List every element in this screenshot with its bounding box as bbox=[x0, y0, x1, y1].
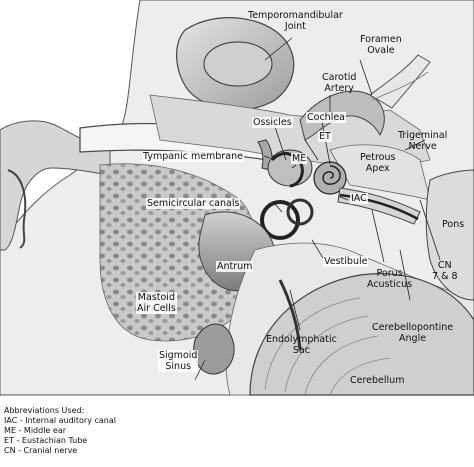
endolymphatic-sac bbox=[278, 279, 302, 351]
ear-lobe bbox=[7, 169, 27, 249]
label-iac: IAC bbox=[350, 193, 368, 204]
label-mastoid-air-cells: Mastoid Air Cells bbox=[136, 292, 177, 314]
abbreviation-item: ME - Middle ear bbox=[4, 426, 67, 435]
label-vestibule: Vestibule bbox=[323, 256, 369, 267]
label-me: ME bbox=[291, 153, 308, 164]
label-cochlea: Cochlea bbox=[306, 112, 346, 123]
semicircular-canals bbox=[260, 200, 300, 240]
label-petrous-apex: Petrous Apex bbox=[360, 152, 396, 174]
auricle bbox=[0, 120, 111, 251]
label-antrum: Antrum bbox=[216, 261, 254, 272]
leader-lines bbox=[194, 37, 441, 381]
abbreviation-item: CN - Cranial nerve bbox=[4, 446, 78, 455]
abbreviations-title: Abbreviations Used: bbox=[4, 406, 85, 415]
label-cerebellum: Cerebellum bbox=[350, 375, 405, 386]
label-semicircular-canals: Semicircular canals bbox=[146, 198, 241, 209]
label-sigmoid-sinus: Sigmoid Sinus bbox=[158, 350, 199, 372]
abbreviation-item: IAC - Internal auditory canal bbox=[4, 416, 116, 425]
label-et: ET bbox=[318, 131, 332, 142]
label-tmj: Temporomandibular Joint bbox=[248, 10, 343, 32]
label-cn: CN 7 & 8 bbox=[432, 260, 458, 282]
label-tympanic-membrane: Tympanic membrane bbox=[142, 151, 244, 162]
label-trigeminal-nerve: Trigeminal Nerve bbox=[398, 130, 448, 152]
abbreviations-legend: Abbreviations Used: IAC - Internal audit… bbox=[4, 406, 116, 456]
label-endolymphatic-sac: Endolymphatic Sac bbox=[266, 334, 337, 356]
label-pons: Pons bbox=[442, 219, 465, 230]
tmj-condyle bbox=[203, 41, 273, 87]
label-ossicles: Ossicles bbox=[252, 117, 293, 128]
label-cerebellopontine-angle: Cerebellopontine Angle bbox=[372, 322, 454, 344]
label-carotid-artery: Carotid Artery bbox=[322, 72, 357, 94]
cerebellum bbox=[249, 273, 474, 396]
abbreviation-item: ET - Eustachian Tube bbox=[4, 436, 88, 445]
label-foramen-ovale: Foramen Ovale bbox=[360, 34, 402, 56]
label-porus-acusticus: Porus Acusticus bbox=[367, 268, 413, 290]
